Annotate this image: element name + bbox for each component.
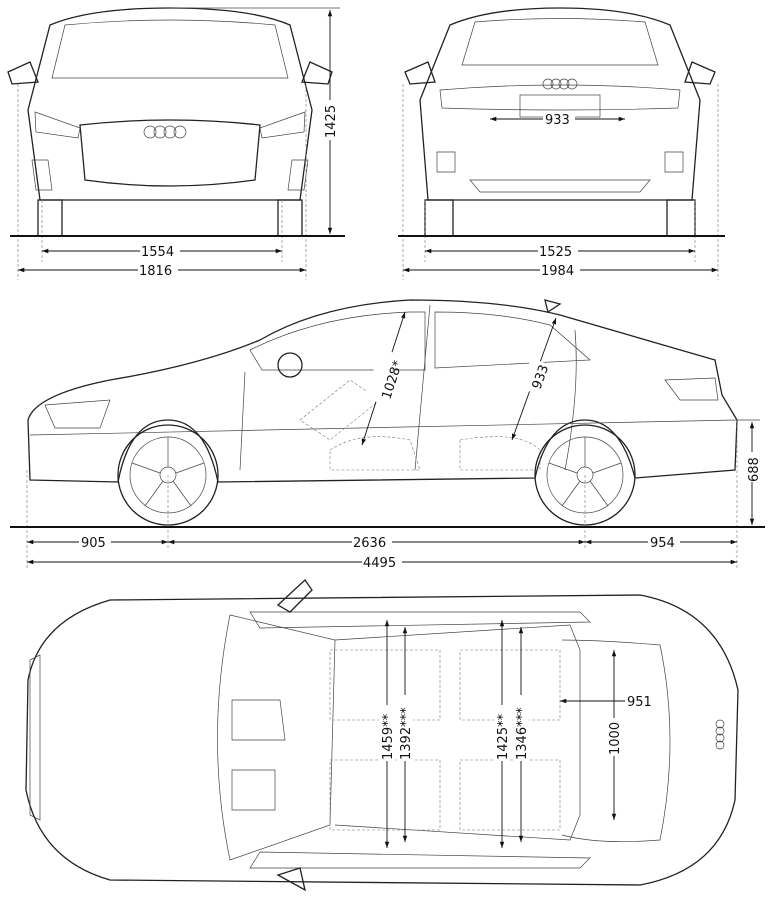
rear-width-dimension: 1984 [403, 261, 718, 279]
front-overhang-dimension: 905 [26, 534, 168, 551]
rear-overhang-label: 954 [650, 536, 675, 551]
rear-elbow-width-label: 1425** [496, 713, 511, 760]
rear-shoulder-width-dimension: 1346*** [513, 627, 530, 842]
front-view [7, 7, 333, 280]
boot-lip-height-label: 688 [747, 457, 762, 482]
front-width-label: 1816 [139, 264, 172, 279]
rear-shoulder-width-label: 1346*** [515, 707, 530, 760]
rear-track-label: 1525 [539, 245, 572, 260]
front-shoulder-width-dimension: 1392*** [397, 627, 414, 842]
rear-elbow-width-dimension: 1425** [494, 620, 511, 848]
rear-headroom-dimension: 933 [511, 317, 557, 441]
wheelbase-dimension: 2636 [168, 534, 585, 551]
top-view [25, 579, 739, 892]
boot-depth-dimension: 951 [560, 693, 655, 710]
front-elbow-width-dimension: 1459** [379, 620, 396, 848]
rear-plate-label: 933 [545, 113, 570, 128]
front-width-dimension: 1816 [18, 261, 306, 279]
rear-view [402, 7, 719, 280]
front-height-dimension: 1425 [170, 7, 340, 234]
rear-plate-dimension: 933 [490, 111, 625, 128]
front-height-label: 1425 [324, 105, 339, 138]
boot-width-label: 1000 [608, 722, 623, 755]
front-shoulder-width-label: 1392*** [399, 707, 414, 760]
front-overhang-label: 905 [81, 536, 106, 551]
rear-overhang-dimension: 954 [585, 534, 737, 551]
length-label: 4495 [363, 556, 396, 571]
side-view [26, 299, 738, 570]
wheelbase-label: 2636 [353, 536, 386, 551]
rear-width-label: 1984 [541, 264, 574, 279]
front-elbow-width-label: 1459** [381, 713, 396, 760]
front-headroom-dimension: 1028* [361, 311, 406, 446]
length-dimension: 4495 [26, 553, 737, 571]
boot-depth-label: 951 [627, 695, 652, 710]
front-track-label: 1554 [141, 245, 174, 260]
rear-track-dimension: 1525 [425, 242, 695, 260]
front-track-dimension: 1554 [42, 242, 282, 260]
boot-lip-height-dimension: 688 [735, 419, 762, 525]
boot-width-dimension: 1000 [606, 650, 623, 820]
